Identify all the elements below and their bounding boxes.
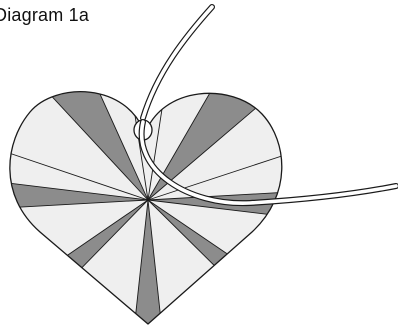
diagram-canvas: Diagram 1a [0,0,398,327]
heart-ornament-drawing [0,0,398,327]
